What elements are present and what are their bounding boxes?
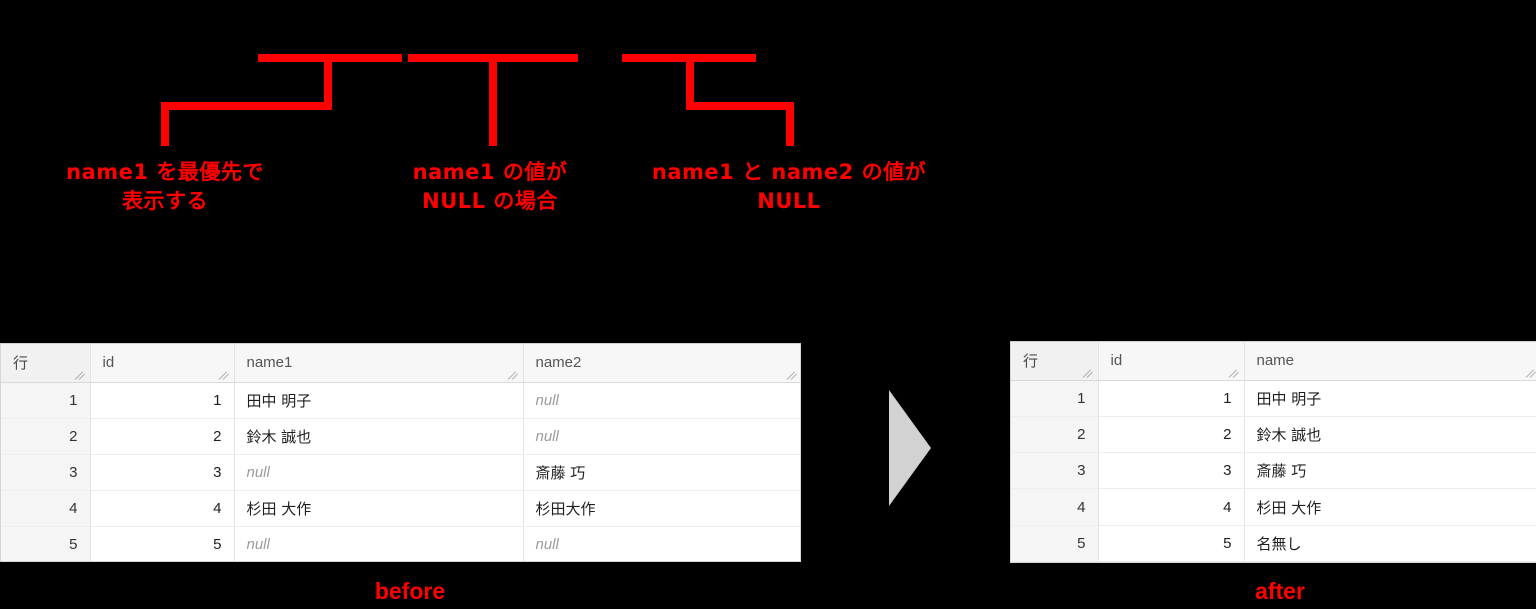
after-cell-name[interactable]: 斎藤 巧 [1244,452,1536,490]
table-row[interactable]: 4 4 杉田 大作 [1011,488,1536,526]
after-table-header-row: 行 id name [1011,342,1536,381]
after-table-body: 1 1 田中 明子 2 2 鈴木 誠也 3 3 斎藤 巧 4 4 杉田 [1011,380,1536,562]
before-cell-name2[interactable]: 杉田大作 [523,490,800,527]
before-col-header-name2-label: name2 [535,354,582,372]
leader-line-1-vertical-lower [161,102,169,146]
before-cell-name1[interactable]: null [234,526,524,561]
annotation-name1-priority: name1 を最優先で 表示する [20,158,310,216]
column-resize-grip-icon[interactable] [1082,368,1095,378]
table-row[interactable]: 4 4 杉田 大作 杉田大作 [1,490,800,527]
annotation-name1-priority-line2: 表示する [122,189,208,213]
before-cell-name2[interactable]: null [523,418,800,455]
before-cell-name2[interactable]: 斎藤 巧 [523,454,800,491]
column-resize-grip-icon[interactable] [74,370,87,380]
after-col-header-id[interactable]: id [1098,342,1245,381]
column-resize-grip-icon[interactable] [218,370,231,380]
leader-line-3-vertical-lower [786,102,794,146]
after-col-header-id-label: id [1110,352,1123,370]
before-cell-name1[interactable]: 杉田 大作 [234,490,524,527]
before-col-header-name2[interactable]: name2 [523,344,800,383]
before-cell-id[interactable]: 5 [90,526,235,561]
table-row[interactable]: 5 5 null null [1,526,800,561]
annotation-both-null-line2: NULL [757,189,821,213]
before-result-grid[interactable]: 行 id name1 name2 [0,343,801,562]
before-cell-rownum: 3 [1,454,91,491]
column-resize-grip-icon[interactable] [1525,368,1536,378]
after-cell-id[interactable]: 5 [1098,525,1245,562]
before-col-header-name1-label: name1 [246,354,293,372]
before-label: before [374,578,446,604]
leader-line-3-mid-horizontal [686,102,794,110]
after-cell-rownum: 2 [1011,416,1099,454]
leader-line-3-vertical-upper [686,54,694,110]
before-cell-rownum: 2 [1,418,91,455]
after-col-header-name[interactable]: name [1244,342,1536,381]
before-table[interactable]: 行 id name1 name2 [1,344,800,561]
after-cell-rownum: 1 [1011,380,1099,417]
table-row[interactable]: 3 3 null 斎藤 巧 [1,454,800,491]
before-table-header-row: 行 id name1 name2 [1,344,800,383]
transform-arrow-icon [889,390,931,506]
before-cell-name2[interactable]: null [523,382,800,419]
table-row[interactable]: 2 2 鈴木 誠也 null [1,418,800,455]
leader-line-2-vertical [489,54,497,146]
annotation-name1-priority-line1: name1 を最優先で [66,160,264,184]
before-cell-id[interactable]: 4 [90,490,235,527]
after-cell-rownum: 4 [1011,488,1099,526]
after-table[interactable]: 行 id name 1 1 田中 明子 [1011,342,1536,562]
leader-line-1-vertical-upper [324,54,332,110]
before-cell-name1[interactable]: null [234,454,524,491]
before-table-body: 1 1 田中 明子 null 2 2 鈴木 誠也 null 3 3 null 斎… [1,382,800,561]
table-row[interactable]: 3 3 斎藤 巧 [1011,452,1536,490]
column-resize-grip-icon[interactable] [1228,368,1241,378]
after-col-header-rownum[interactable]: 行 [1011,342,1099,381]
column-resize-grip-icon[interactable] [786,370,799,380]
column-resize-grip-icon[interactable] [507,370,520,380]
table-row[interactable]: 1 1 田中 明子 null [1,382,800,419]
before-col-header-name1[interactable]: name1 [234,344,524,383]
after-cell-name[interactable]: 田中 明子 [1244,380,1536,417]
after-cell-name[interactable]: 名無し [1244,525,1536,562]
before-col-header-rownum-label: 行 [13,354,29,373]
annotation-name1-null-line1: name1 の値が [412,160,568,184]
leader-line-1-mid-horizontal [161,102,332,110]
after-cell-id[interactable]: 2 [1098,416,1245,454]
before-cell-name1[interactable]: 田中 明子 [234,382,524,419]
after-result-grid[interactable]: 行 id name 1 1 田中 明子 [1010,341,1536,563]
after-col-header-rownum-label: 行 [1023,352,1039,371]
after-cell-id[interactable]: 4 [1098,488,1245,526]
table-row[interactable]: 2 2 鈴木 誠也 [1011,416,1536,454]
annotation-both-null-line1: name1 と name2 の値が [651,160,927,184]
before-cell-rownum: 4 [1,490,91,527]
before-cell-id[interactable]: 3 [90,454,235,491]
annotation-name1-null: name1 の値が NULL の場合 [379,158,601,216]
after-col-header-name-label: name [1256,352,1295,370]
before-cell-id[interactable]: 2 [90,418,235,455]
after-cell-rownum: 3 [1011,452,1099,490]
after-cell-rownum: 5 [1011,525,1099,562]
before-cell-rownum: 5 [1,526,91,561]
before-cell-rownum: 1 [1,382,91,419]
after-cell-name[interactable]: 杉田 大作 [1244,488,1536,526]
table-row[interactable]: 5 5 名無し [1011,525,1536,562]
before-cell-name2[interactable]: null [523,526,800,561]
before-cell-id[interactable]: 1 [90,382,235,419]
table-row[interactable]: 1 1 田中 明子 [1011,380,1536,417]
after-cell-id[interactable]: 3 [1098,452,1245,490]
before-col-header-id-label: id [102,354,115,372]
before-cell-name1[interactable]: 鈴木 誠也 [234,418,524,455]
annotation-both-null: name1 と name2 の値が NULL [624,158,954,216]
before-col-header-id[interactable]: id [90,344,235,383]
after-cell-id[interactable]: 1 [1098,380,1245,417]
after-cell-name[interactable]: 鈴木 誠也 [1244,416,1536,454]
before-col-header-rownum[interactable]: 行 [1,344,91,383]
after-label: after [1255,578,1305,604]
annotation-name1-null-line2: NULL の場合 [422,189,558,213]
